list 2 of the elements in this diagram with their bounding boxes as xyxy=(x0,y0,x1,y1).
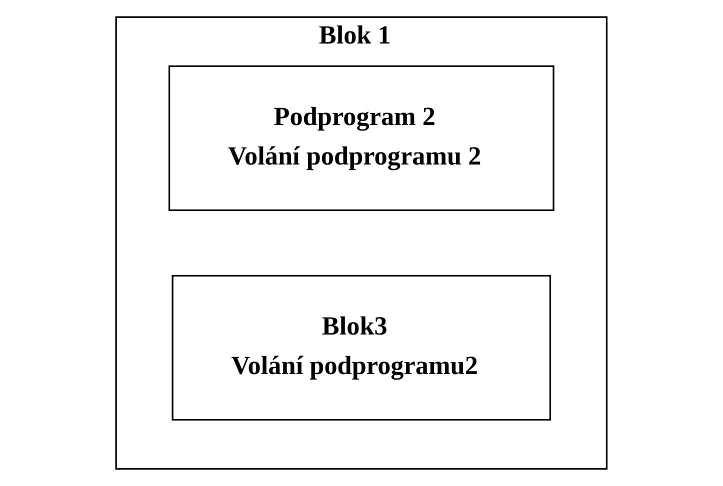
node-box xyxy=(172,274,552,421)
node-box xyxy=(168,65,554,212)
